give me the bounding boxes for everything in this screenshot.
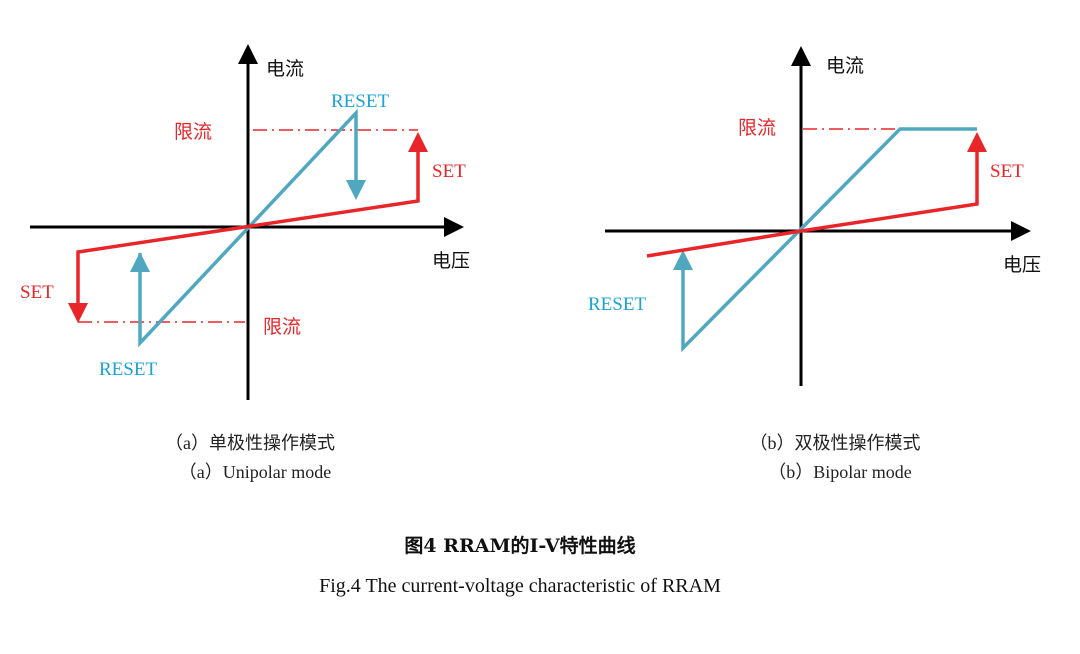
caption-en: （a）Unipolar mode (179, 462, 331, 482)
reset-label-bottom: RESET (99, 359, 157, 380)
reset-label: RESET (588, 294, 646, 315)
set-arrow-up (408, 132, 428, 152)
y-axis-arrowhead (238, 44, 258, 64)
reset-arrow-up (130, 252, 150, 272)
x-axis-arrowhead (1011, 221, 1031, 241)
x-axis-label: 电压 (1003, 254, 1041, 276)
reset-arrow-down (346, 180, 366, 200)
y-axis-arrowhead (791, 46, 811, 66)
x-axis-label: 电压 (432, 250, 470, 272)
set-label-right: SET (432, 161, 466, 182)
set-curve (646, 146, 979, 258)
caption-cn: （a）单极性操作模式 (165, 433, 335, 453)
reset-curve (681, 127, 977, 353)
caption-en: （b）Bipolar mode (768, 462, 911, 482)
compliance-label: 限流 (738, 117, 776, 139)
compliance-label-top: 限流 (174, 121, 212, 143)
set-arrow-up (967, 132, 987, 152)
compliance-label-bottom: 限流 (263, 316, 301, 338)
figure-title-cn: 图4 RRAM的I-V特性曲线 (404, 534, 635, 557)
y-axis-label: 电流 (826, 55, 864, 77)
caption-cn: （b）双极性操作模式 (750, 433, 921, 453)
panel-bipolar: 电流 电压 RESET SET 限流 （b）双极性操作模式 （b）Bipolar… (588, 46, 1041, 482)
figure-title-en: Fig.4 The current-voltage characteristic… (319, 575, 721, 597)
reset-label-top: RESET (331, 91, 389, 112)
panel-unipolar: 电流 电压 RESET RESET SET SET 限流 限流 （a）单极性操作… (20, 44, 470, 482)
y-axis-label: 电流 (266, 58, 304, 80)
set-label: SET (990, 161, 1024, 182)
set-label-left: SET (20, 282, 54, 303)
set-arrow-down (68, 303, 88, 323)
reset-arrow-up (673, 250, 693, 270)
x-axis-arrowhead (444, 217, 464, 237)
set-curve (76, 146, 420, 308)
